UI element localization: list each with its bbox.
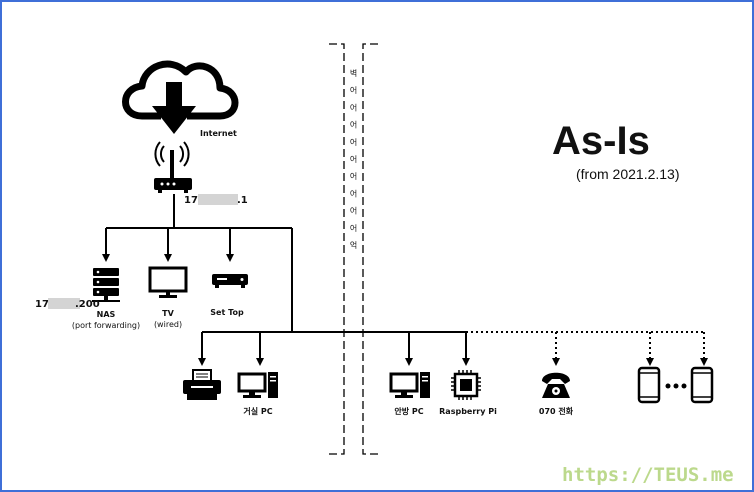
wall-char: 어: [350, 223, 357, 233]
router-ip-suffix: .1: [237, 195, 248, 206]
printer-icon: [183, 369, 221, 400]
telephone-icon: [542, 372, 570, 398]
phone070-label: 070 전화: [539, 406, 574, 416]
desktop-pc-icon: [237, 372, 278, 398]
wall-char: 어: [350, 171, 357, 181]
raspberry-label: Raspberry Pi: [439, 407, 497, 416]
wall-char: 어: [350, 85, 357, 95]
nas-label: NAS: [97, 310, 116, 319]
server-icon: [92, 268, 120, 302]
cpu-chip-icon: [451, 370, 481, 400]
router-ip-prefix: 17: [184, 195, 198, 206]
cloud-download-icon: [122, 60, 239, 134]
wall-char: 어: [350, 188, 357, 198]
wall-char: 어: [350, 120, 357, 130]
nas-ip-suffix: .200: [75, 299, 100, 310]
date-label: (from 2021.2.13): [576, 166, 680, 182]
ellipsis-icon: [665, 383, 687, 389]
wifi-router-icon: [154, 141, 192, 193]
ip-redaction: [198, 194, 238, 205]
settop-label: Set Top: [210, 308, 244, 317]
tv-sub: (wired): [154, 320, 182, 329]
anbang-pc-label: 안방 PC: [394, 406, 423, 416]
nas-ip: 17 .200: [35, 298, 100, 310]
wired-links-upper: [102, 194, 293, 332]
wall-char: 어: [350, 102, 357, 112]
desktop-pc-icon: [389, 372, 430, 398]
smartphone-icon: [637, 366, 661, 404]
tv-label: TV: [162, 309, 174, 318]
living-pc-label: 거실 PC: [243, 406, 272, 416]
ip-redaction: [48, 298, 80, 309]
settop-box-icon: [212, 274, 248, 288]
wired-links-lower: [198, 331, 470, 366]
wall-char: 어: [350, 137, 357, 147]
page-title: As-Is: [552, 119, 650, 163]
wireless-links: [466, 331, 708, 366]
wall-char: 어: [350, 206, 357, 216]
nas-sub: (port forwarding): [72, 321, 140, 330]
wall-char: 억: [350, 240, 357, 250]
nas-ip-prefix: 17: [35, 299, 49, 310]
tv-icon: [148, 266, 188, 298]
internet-label: Internet: [200, 129, 237, 138]
watermark: https://TEUS.me: [562, 464, 734, 486]
router-ip: 17 .1: [184, 194, 248, 206]
smartphone-icon: [690, 366, 714, 404]
wall-char: 벽: [350, 68, 357, 78]
wall-char: 어: [350, 154, 357, 164]
